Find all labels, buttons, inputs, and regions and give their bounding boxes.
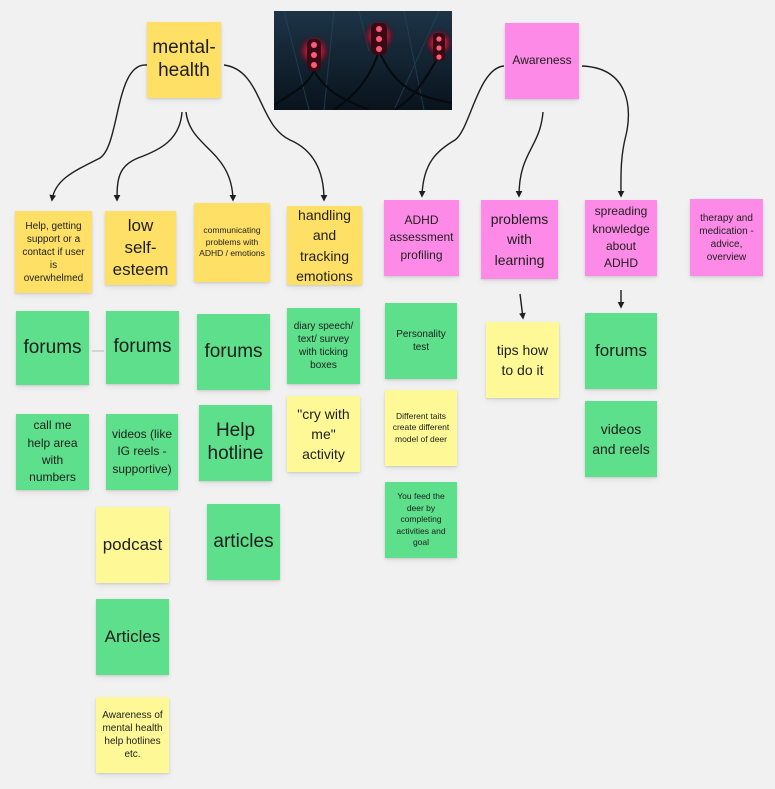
note-text: videos (like IG reels - supportive) <box>111 426 173 476</box>
therapy-category-note[interactable]: therapy and medication - advice, overvie… <box>690 199 763 276</box>
self-esteem-forums-note[interactable]: forums <box>106 311 179 384</box>
videos-and-reels-note[interactable]: videos and reels <box>585 401 657 477</box>
communicating-category-note[interactable]: communicating problems with ADHD / emoti… <box>194 203 270 282</box>
podcast-note[interactable]: podcast <box>96 507 169 583</box>
note-text: mental-health <box>152 37 216 81</box>
connector-mental-health-to-help <box>49 64 148 202</box>
note-text: spreading knowledge about ADHD <box>592 204 650 271</box>
note-text: You feed the deer by completing activiti… <box>396 491 446 548</box>
tracking-category-note[interactable]: handling and tracking emotions <box>287 206 362 285</box>
note-text: Different taits create different model o… <box>392 410 450 444</box>
note-text: Help, getting support or a contact if us… <box>22 220 85 284</box>
tips-note[interactable]: tips how to do it <box>486 322 559 398</box>
note-text: forums <box>595 340 647 360</box>
note-text: communicating problems with ADHD / emoti… <box>199 225 265 259</box>
connector-mental-health-to-communicating <box>185 111 237 202</box>
videos-note[interactable]: videos (like IG reels - supportive) <box>106 414 178 490</box>
note-text: Awareness of mental health help hotlines… <box>102 710 163 760</box>
note-text: ADHD assessment profiling <box>389 212 454 262</box>
note-text: therapy and medication - advice, overvie… <box>699 212 754 263</box>
note-text: forums <box>113 336 172 358</box>
mental-health-root-note[interactable]: mental-health <box>147 22 221 98</box>
knowledge-forums-note[interactable]: forums <box>585 313 657 389</box>
note-text: low self-esteem <box>112 215 169 280</box>
note-text: articles <box>213 530 274 552</box>
note-text: podcast <box>102 534 163 554</box>
help-forums-note[interactable]: forums <box>16 311 89 385</box>
adhd-assessment-category-note[interactable]: ADHD assessment profiling <box>384 200 459 276</box>
deer-model-note[interactable]: Different taits create different model o… <box>385 390 457 466</box>
note-text: Personality test <box>396 329 446 353</box>
diary-survey-note[interactable]: diary speech/ text/ survey with ticking … <box>287 308 360 384</box>
note-text: videos and reels <box>592 420 650 457</box>
learning-category-note[interactable]: problems with learning <box>481 200 558 279</box>
feed-deer-note[interactable]: You feed the deer by completing activiti… <box>385 482 457 558</box>
note-text: Help hotline <box>207 420 264 464</box>
help-category-note[interactable]: Help, getting support or a contact if us… <box>15 211 92 293</box>
note-text: Articles <box>104 626 161 646</box>
knowledge-category-note[interactable]: spreading knowledge about ADHD <box>585 200 657 276</box>
note-text: "cry with me" activity <box>297 405 350 463</box>
articles-note[interactable]: Articles <box>96 599 169 675</box>
note-text: forums <box>204 340 263 362</box>
red-glowing-deer-robots-image <box>274 11 452 110</box>
note-text: call me help area with numbers <box>27 418 78 485</box>
connector-mental-health-to-self-esteem <box>113 111 183 202</box>
connector-learning-to-tips <box>519 293 526 320</box>
note-text: handling and tracking emotions <box>296 206 353 284</box>
note-text: problems with learning <box>490 211 549 268</box>
awareness-root-note[interactable]: Awareness <box>505 23 579 99</box>
communicating-forums-note[interactable]: forums <box>197 314 270 390</box>
connector-awareness-to-learning <box>515 111 544 198</box>
communicating-articles-note[interactable]: articles <box>207 504 280 580</box>
personality-test-note[interactable]: Personality test <box>385 303 457 379</box>
note-text: diary speech/ text/ survey with ticking … <box>293 321 354 371</box>
help-hotline-note[interactable]: Help hotline <box>199 405 272 481</box>
self-esteem-category-note[interactable]: low self-esteem <box>105 211 176 285</box>
cry-with-me-note[interactable]: "cry with me" activity <box>287 396 360 472</box>
call-me-help-area-note[interactable]: call me help area with numbers <box>16 414 89 490</box>
note-text: Awareness <box>512 53 572 68</box>
hotlines-awareness-note[interactable]: Awareness of mental health help hotlines… <box>96 697 169 773</box>
note-text: tips how to do it <box>496 341 549 378</box>
note-text: forums <box>23 336 82 358</box>
connector-awareness-to-knowledge <box>581 65 630 198</box>
